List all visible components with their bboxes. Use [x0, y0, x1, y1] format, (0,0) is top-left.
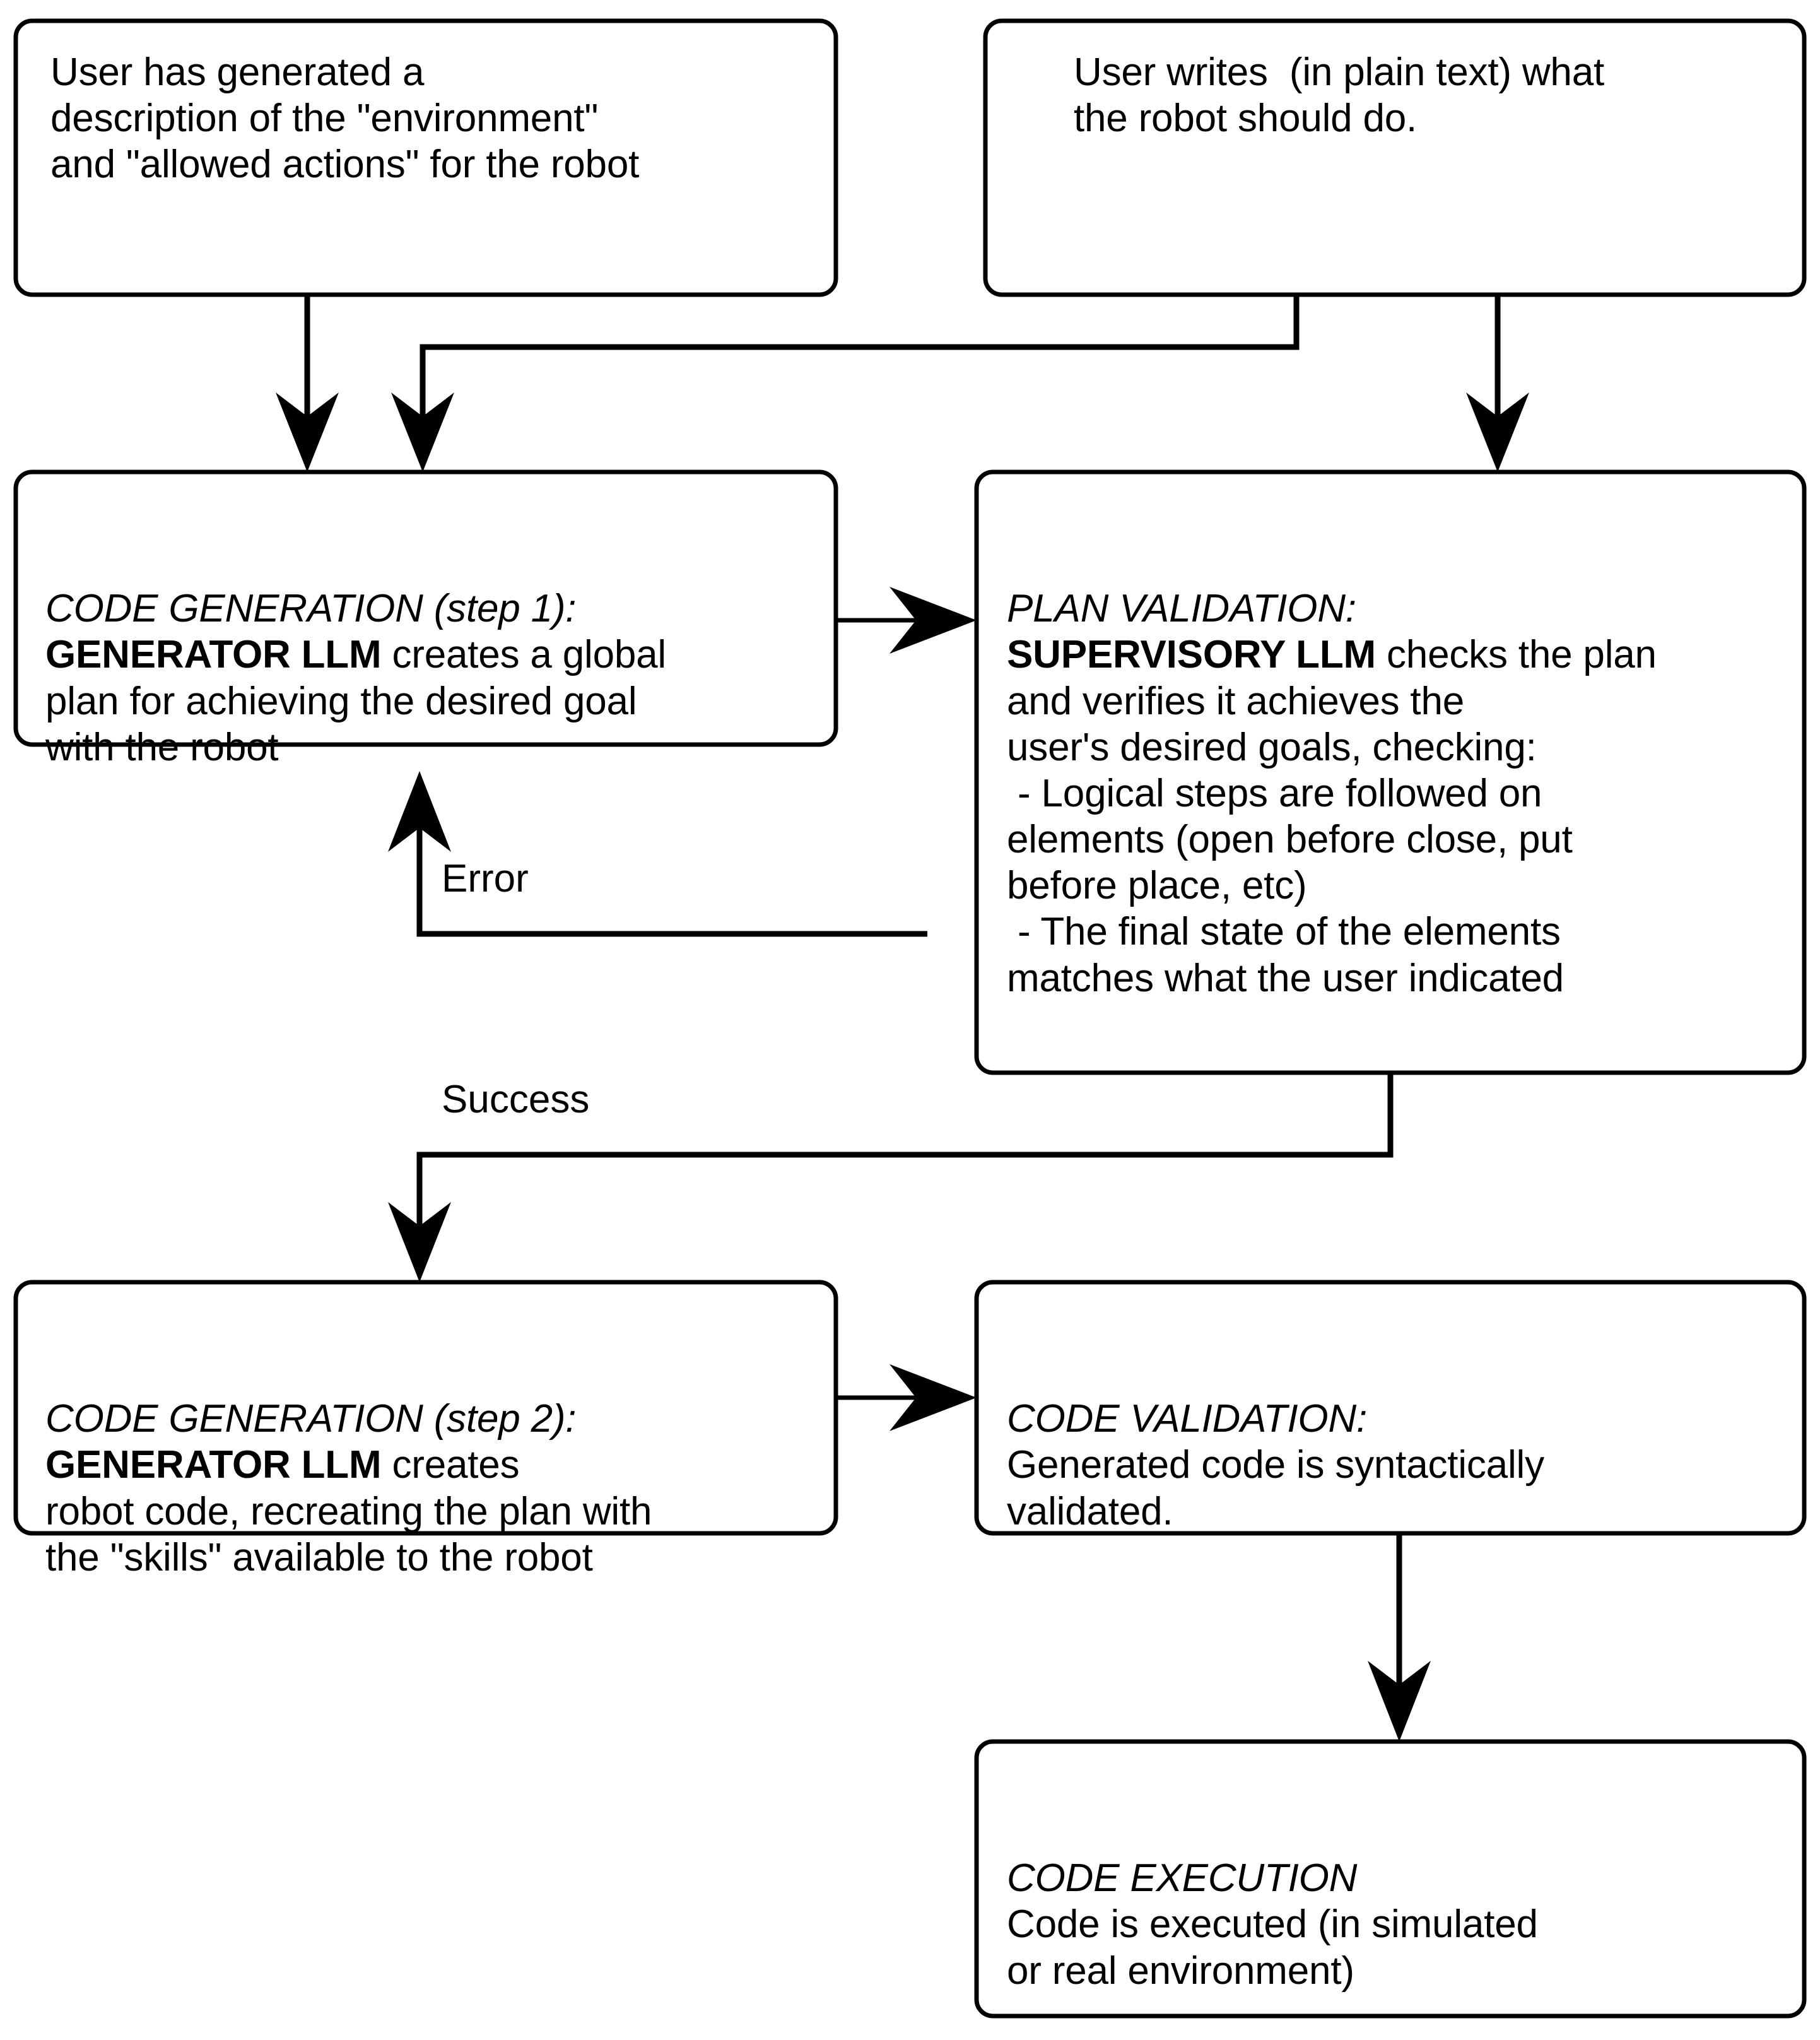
node-code-generation-step-1-heading: CODE GENERATION (step 1):	[45, 587, 577, 631]
node-plan-validation-heading: PLAN VALIDATION:	[1007, 587, 1356, 631]
node-plan-validation-body: checks the plan and verifies it achieves…	[1007, 633, 1657, 1000]
node-plan-validation-text: PLAN VALIDATION:SUPERVISORY LLM checks t…	[1007, 493, 1795, 1047]
node-code-generation-step-2-body: creates robot code, recreating the plan …	[45, 1443, 652, 1579]
edge-codegen2-to-code-validation	[836, 1364, 977, 1431]
edge-codegen1-to-plan-validation	[836, 587, 977, 654]
edge-label-success: Success	[442, 1078, 590, 1121]
node-code-generation-step-2-heading: CODE GENERATION (step 2):	[45, 1397, 577, 1441]
edge-error-loop	[388, 771, 927, 937]
node-user-environment-text: User has generated a description of the …	[50, 50, 640, 187]
node-code-execution-box[interactable]	[974, 1739, 1807, 2019]
node-code-generation-step-1-text: CODE GENERATION (step 1):GENERATOR LLM c…	[45, 493, 828, 817]
edge-task-to-plan-validation	[1466, 295, 1529, 472]
edge-task-to-codegen1	[391, 295, 1300, 472]
node-code-generation-step-2-box[interactable]	[13, 1280, 838, 1536]
edge-label-error: Error	[442, 857, 529, 900]
node-code-generation-step-2-text: CODE GENERATION (step 2):GENERATOR LLM c…	[45, 1304, 834, 1627]
node-code-generation-step-2-strong: GENERATOR LLM	[45, 1443, 382, 1487]
node-code-validation-body: Generated code is syntactically validate…	[1007, 1443, 1544, 1533]
node-code-generation-step-1-strong: GENERATOR LLM	[45, 633, 382, 677]
edge-environment-to-codegen1	[276, 295, 339, 472]
node-code-execution-heading: CODE EXECUTION	[1007, 1856, 1358, 1901]
node-code-generation-step-1-box[interactable]	[13, 469, 838, 747]
node-code-validation-text: CODE VALIDATION:Generated code is syntac…	[1007, 1304, 1795, 1581]
node-plan-validation-strong: SUPERVISORY LLM	[1007, 633, 1376, 677]
edge-success	[388, 1073, 1394, 1282]
node-code-validation-box[interactable]	[974, 1280, 1807, 1536]
node-user-environment-box[interactable]	[13, 18, 838, 297]
edge-code-validation-to-execution	[1368, 1533, 1431, 1742]
node-user-task-box[interactable]	[983, 18, 1807, 297]
node-code-generation-step-1-body: creates a global plan for achieving the …	[45, 633, 666, 769]
node-user-task-text: User writes (in plain text) what the rob…	[1074, 50, 1604, 141]
node-code-execution-body: Code is executed (in simulated or real e…	[1007, 1902, 1538, 1993]
node-code-validation-heading: CODE VALIDATION:	[1007, 1397, 1367, 1441]
